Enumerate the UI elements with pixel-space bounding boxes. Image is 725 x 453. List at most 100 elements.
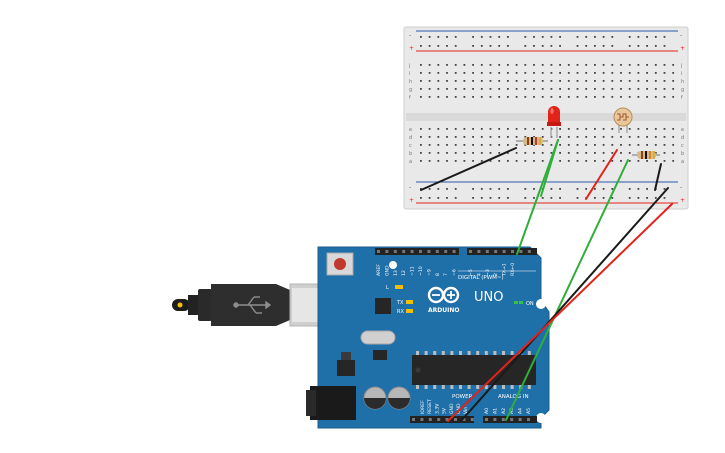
rail-hole[interactable] (576, 188, 579, 190)
rail-hole[interactable] (602, 197, 605, 199)
rail-hole[interactable] (637, 36, 640, 38)
terminal-hole[interactable] (472, 72, 474, 74)
rail-hole[interactable] (428, 36, 431, 38)
terminal-hole[interactable] (628, 72, 631, 74)
rail-hole[interactable] (446, 188, 448, 190)
rail-hole[interactable] (428, 197, 431, 199)
terminal-hole[interactable] (567, 88, 570, 90)
terminal-hole[interactable] (585, 72, 588, 74)
terminal-hole[interactable] (428, 144, 431, 146)
terminal-hole[interactable] (602, 136, 605, 138)
terminal-hole[interactable] (489, 80, 492, 82)
terminal-hole[interactable] (654, 160, 657, 162)
terminal-hole[interactable] (446, 96, 448, 98)
terminal-hole[interactable] (646, 80, 648, 82)
terminal-hole[interactable] (480, 96, 483, 98)
terminal-hole[interactable] (654, 144, 657, 146)
rail-hole[interactable] (654, 36, 657, 38)
terminal-hole[interactable] (611, 80, 614, 82)
terminal-hole[interactable] (628, 64, 631, 66)
terminal-hole[interactable] (654, 64, 657, 66)
rail-hole[interactable] (437, 197, 440, 199)
rail-hole[interactable] (489, 45, 492, 47)
rail-hole[interactable] (611, 188, 614, 190)
rail-hole[interactable] (480, 197, 483, 199)
terminal-hole[interactable] (454, 96, 457, 98)
rail-hole[interactable] (446, 36, 448, 38)
terminal-hole[interactable] (602, 160, 605, 162)
terminal-hole[interactable] (611, 144, 614, 146)
terminal-hole[interactable] (620, 136, 622, 138)
terminal-hole[interactable] (672, 96, 675, 98)
terminal-hole[interactable] (611, 160, 614, 162)
terminal-hole[interactable] (541, 144, 544, 146)
terminal-hole[interactable] (524, 96, 527, 98)
terminal-hole[interactable] (454, 64, 457, 66)
rail-hole[interactable] (628, 197, 631, 199)
header-pin[interactable] (410, 250, 414, 253)
header-pin[interactable] (385, 250, 389, 253)
rail-hole[interactable] (498, 36, 501, 38)
rail-hole[interactable] (576, 197, 579, 199)
terminal-hole[interactable] (498, 72, 501, 74)
terminal-hole[interactable] (463, 128, 466, 130)
terminal-hole[interactable] (420, 72, 422, 74)
terminal-hole[interactable] (446, 152, 448, 154)
terminal-hole[interactable] (646, 88, 648, 90)
terminal-hole[interactable] (480, 72, 483, 74)
terminal-hole[interactable] (594, 128, 596, 130)
rail-hole[interactable] (524, 45, 527, 47)
rail-hole[interactable] (507, 197, 509, 199)
terminal-hole[interactable] (585, 152, 588, 154)
rail-hole[interactable] (446, 45, 448, 47)
terminal-hole[interactable] (428, 88, 431, 90)
terminal-hole[interactable] (498, 152, 501, 154)
terminal-hole[interactable] (533, 128, 535, 130)
terminal-hole[interactable] (420, 64, 422, 66)
wire-green-led-to-pin[interactable] (516, 139, 559, 255)
terminal-hole[interactable] (489, 96, 492, 98)
terminal-hole[interactable] (498, 136, 501, 138)
terminal-hole[interactable] (672, 128, 675, 130)
rail-hole[interactable] (420, 36, 422, 38)
terminal-hole[interactable] (654, 88, 657, 90)
rail-hole[interactable] (507, 36, 509, 38)
rail-hole[interactable] (541, 45, 544, 47)
terminal-hole[interactable] (654, 80, 657, 82)
terminal-hole[interactable] (437, 80, 440, 82)
terminal-hole[interactable] (489, 88, 492, 90)
terminal-hole[interactable] (628, 152, 631, 154)
terminal-hole[interactable] (420, 136, 422, 138)
terminal-hole[interactable] (672, 88, 675, 90)
terminal-hole[interactable] (524, 152, 527, 154)
terminal-hole[interactable] (428, 72, 431, 74)
terminal-hole[interactable] (620, 72, 622, 74)
header-pin[interactable] (393, 250, 397, 253)
rail-hole[interactable] (628, 36, 631, 38)
terminal-hole[interactable] (524, 136, 527, 138)
terminal-hole[interactable] (672, 144, 675, 146)
terminal-hole[interactable] (637, 72, 640, 74)
terminal-hole[interactable] (541, 64, 544, 66)
terminal-hole[interactable] (567, 96, 570, 98)
terminal-hole[interactable] (507, 152, 509, 154)
rail-hole[interactable] (428, 45, 431, 47)
terminal-hole[interactable] (489, 152, 492, 154)
terminal-hole[interactable] (463, 80, 466, 82)
rail-hole[interactable] (472, 197, 474, 199)
terminal-hole[interactable] (463, 64, 466, 66)
terminal-hole[interactable] (507, 64, 509, 66)
rail-hole[interactable] (524, 188, 527, 190)
header-pin[interactable] (428, 418, 432, 421)
rail-hole[interactable] (437, 45, 440, 47)
terminal-hole[interactable] (533, 152, 535, 154)
rail-hole[interactable] (480, 45, 483, 47)
terminal-hole[interactable] (602, 144, 605, 146)
terminal-hole[interactable] (472, 88, 474, 90)
header-pin[interactable] (419, 250, 422, 253)
rail-hole[interactable] (663, 197, 666, 199)
terminal-hole[interactable] (454, 80, 457, 82)
terminal-hole[interactable] (446, 80, 448, 82)
rail-hole[interactable] (576, 36, 579, 38)
terminal-hole[interactable] (480, 144, 483, 146)
